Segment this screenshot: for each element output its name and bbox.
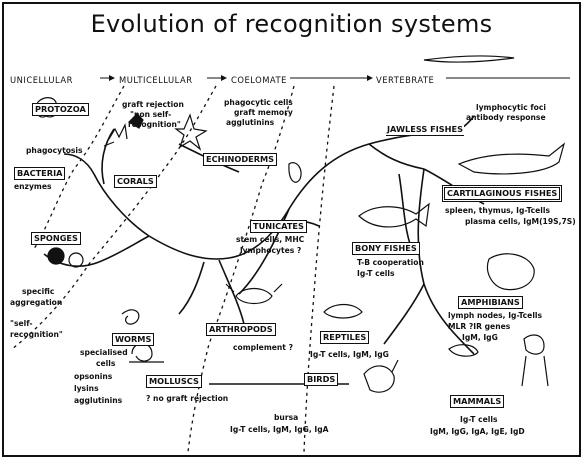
note-tunicate-1: stem cells, MHC — [236, 235, 305, 244]
note-cartilaginous-1: spleen, thymus, Ig-Tcells — [445, 206, 550, 215]
note-echino-3: agglutinins — [226, 118, 275, 127]
crab-sketch — [225, 283, 283, 305]
note-bird-1: bursa — [274, 413, 299, 422]
note-bony-1: T-B cooperation — [357, 258, 424, 267]
stage-vertebrate: VERTEBRATE — [376, 75, 435, 85]
note-reptile: Ig-T cells, IgM, IgG — [310, 350, 389, 359]
fish-sketch — [358, 202, 430, 228]
note-enzymes: enzymes — [14, 182, 52, 191]
label-tunicates: TUNICATES — [250, 220, 307, 233]
chicken-sketch — [363, 359, 399, 393]
label-reptiles: REPTILES — [320, 331, 370, 344]
label-sponges: SPONGES — [31, 232, 81, 245]
label-protozoa: PROTOZOA — [32, 103, 89, 116]
diagram-frame: Evolution of recognition systems UNICELL… — [2, 2, 581, 457]
label-molluscs: MOLLUSCS — [146, 375, 202, 388]
label-jawless-fishes: JAWLESS FISHES — [386, 124, 465, 136]
note-sponge-2: aggregation — [10, 298, 63, 307]
label-corals: CORALS — [114, 175, 157, 188]
stage-multicellular: MULTICELLULAR — [119, 75, 193, 85]
note-self-1: "self- — [10, 319, 33, 328]
note-echino-1: phagocytic cells — [224, 98, 293, 107]
note-echino-2: graft memory — [234, 108, 293, 117]
note-graft-rejection-2: "non self- — [130, 110, 172, 119]
label-birds: BIRDS — [304, 373, 339, 386]
label-echinoderms: ECHINODERMS — [203, 153, 278, 166]
note-graft-rejection-1: graft rejection — [122, 100, 184, 109]
note-mammal-1: Ig-T cells — [460, 415, 498, 424]
snail-sketch — [129, 342, 164, 363]
label-arthropods: ARTHROPODS — [206, 323, 276, 336]
turtle-sketch — [323, 303, 363, 319]
worm-sketch — [121, 309, 140, 325]
note-cartilaginous-2: plasma cells, IgM(19S,7S) — [465, 217, 576, 226]
note-complement: complement ? — [233, 343, 293, 352]
coral-sketch — [103, 123, 128, 147]
note-mammal-2: IgM, IgG, IgA, IgE, IgD — [430, 427, 525, 436]
note-tunicate-2: lymphocytes ? — [240, 246, 302, 255]
note-bony-2: Ig-T cells — [357, 269, 395, 278]
coral-sketch-2 — [128, 113, 144, 129]
note-phagocytosis: phagocytosis — [26, 146, 83, 155]
label-cartilaginous-fishes: CARTILAGINOUS FISHES — [444, 187, 561, 200]
stage-separators — [11, 85, 335, 453]
organism-sketches — [35, 55, 566, 393]
note-amphibian-2: MLR ?IR genes — [448, 322, 511, 331]
tunicate-sketch — [288, 162, 302, 183]
label-worms: WORMS — [112, 333, 155, 346]
label-amphibians: AMPHIBIANS — [458, 296, 523, 309]
note-sponge-1: specific — [22, 287, 55, 296]
note-no-graft: ? no graft rejection — [146, 394, 229, 403]
page-title: Evolution of recognition systems — [90, 10, 493, 38]
label-bacteria: BACTERIA — [14, 167, 66, 180]
note-jawless-2: antibody response — [466, 113, 546, 122]
starfish-sketch — [174, 113, 208, 151]
label-mammals: MAMMALS — [450, 395, 505, 408]
sponge-sketch — [47, 247, 65, 265]
note-mollusc-5: agglutinins — [74, 396, 123, 405]
note-graft-rejection-3: recognition" — [128, 120, 181, 129]
mouse-sketch — [448, 344, 479, 357]
lamprey-sketch — [423, 55, 515, 63]
astronaut-sketch — [521, 334, 549, 387]
stage-unicellular: UNICELLULAR — [10, 75, 73, 85]
note-amphibian-1: lymph nodes, Ig-Tcells — [448, 311, 543, 320]
note-mollusc-1: specialised — [80, 348, 128, 357]
note-mollusc-3: opsonins — [74, 372, 113, 381]
note-bird-2: Ig-T cells, IgM, IgG, IgA — [230, 425, 329, 434]
note-jawless-1: lymphocytic foci — [476, 103, 546, 112]
note-mollusc-4: lysins — [74, 384, 99, 393]
note-self-2: recognition" — [10, 330, 63, 339]
evolution-tree-drawing — [11, 55, 570, 453]
frog-sketch — [486, 253, 535, 291]
stage-coelomate: COELOMATE — [231, 75, 287, 85]
shark-sketch — [457, 142, 566, 175]
note-amphibian-3: IgM, IgG — [462, 333, 498, 342]
note-mollusc-2: cells — [96, 359, 116, 368]
label-bony-fishes: BONY FISHES — [352, 242, 420, 255]
